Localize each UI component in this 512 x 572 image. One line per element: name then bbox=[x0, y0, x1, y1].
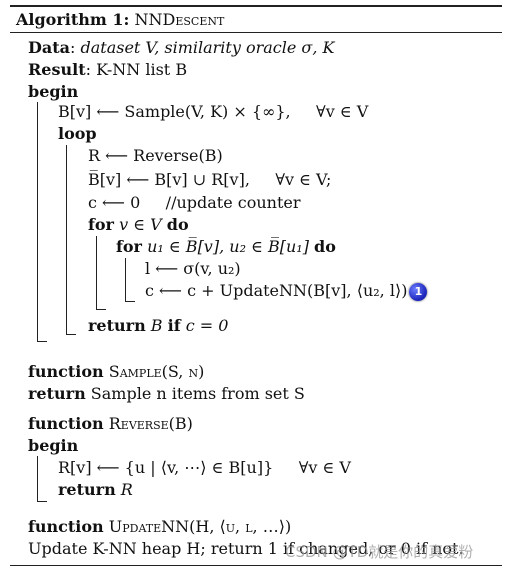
counter-line: c ⟵ 0 //update counter bbox=[88, 193, 301, 212]
begin-block-end bbox=[37, 341, 47, 343]
for-u-block-line bbox=[125, 258, 127, 302]
init-line: B[v] ⟵ Sample(V, K) × {∞}, ∀v ∈ V bbox=[58, 102, 369, 121]
update-sig: UpdateNN(H, ⟨u, l, …⟩) bbox=[103, 517, 292, 536]
reverse-body-line: R[v] ⟵ {u | ⟨v, ⋯⟩ ∈ B[u]} ∀v ∈ V bbox=[58, 458, 351, 477]
begin2-line: begin bbox=[28, 436, 78, 456]
do-keyword: do bbox=[166, 215, 189, 234]
union-line: B̅[v] ⟵ B[v] ∪ R[v], ∀v ∈ V; bbox=[88, 170, 332, 189]
for-v-line: for v ∈ V do bbox=[88, 215, 189, 235]
algorithm-caption: Algorithm 1: NNDescent bbox=[16, 10, 224, 30]
update-line: c ⟵ c + UpdateNN(B[v], ⟨u₂, l⟩)1 bbox=[145, 281, 428, 301]
loop-text: loop bbox=[58, 124, 97, 143]
return-keyword: return bbox=[88, 316, 146, 335]
reverse-sig-line: function Reverse(B) bbox=[28, 414, 193, 434]
return-cond: c = 0 bbox=[180, 316, 229, 335]
function-keyword-3: function bbox=[28, 517, 104, 536]
top-rule bbox=[10, 5, 502, 7]
for-u-keyword: for bbox=[116, 237, 142, 256]
reverse-block-line bbox=[37, 456, 39, 502]
for-keyword: for bbox=[88, 215, 114, 234]
result-keyword: Result bbox=[28, 60, 86, 79]
update-body-line: Update K-NN heap H; return 1 if changed,… bbox=[28, 539, 464, 558]
for-u-block-end bbox=[125, 301, 135, 303]
sample-sig: Sample(S, n) bbox=[103, 362, 205, 381]
result-line: Result: K-NN list B bbox=[28, 60, 188, 79]
function-keyword: function bbox=[28, 362, 104, 381]
reverse-ret-line: return R bbox=[58, 480, 133, 500]
watermark: CSDN @TD就是你的真爱粉 bbox=[285, 543, 474, 561]
update-text: c ⟵ c + UpdateNN(B[v], ⟨u₂, l⟩) bbox=[145, 281, 408, 300]
annotation-badge[interactable]: 1 bbox=[409, 282, 428, 301]
for-u-text: u₁ ∈ B̅[v], u₂ ∈ B̅[u₁] bbox=[141, 237, 315, 256]
return-line: return B if c = 0 bbox=[88, 316, 228, 336]
sim-line: l ⟵ σ(v, u₂) bbox=[145, 259, 241, 278]
data-line: Data: dataset V, similarity oracle σ, K bbox=[28, 38, 335, 57]
for-v-block-line bbox=[96, 236, 98, 310]
if-keyword: if bbox=[167, 316, 181, 335]
for-u-line: for u₁ ∈ B̅[v], u₂ ∈ B̅[u₁] do bbox=[116, 237, 336, 257]
caption-rule bbox=[10, 32, 502, 33]
data-text: dataset V, similarity oracle σ, K bbox=[80, 38, 335, 57]
reverse-return-keyword: return bbox=[58, 480, 116, 499]
loop-keyword: loop bbox=[58, 124, 97, 144]
algorithm-name: NNDescent bbox=[134, 10, 225, 29]
for-v-block-end bbox=[96, 309, 106, 311]
for-v-text: v ∈ V bbox=[113, 215, 167, 234]
begin-text: begin bbox=[28, 82, 79, 101]
algorithm-label: Algorithm 1: bbox=[16, 10, 130, 29]
update-sig-line: function UpdateNN(H, ⟨u, l, …⟩) bbox=[28, 517, 291, 537]
result-text: K-NN list B bbox=[96, 60, 188, 79]
sample-return-keyword: return bbox=[28, 384, 86, 403]
begin2-keyword: begin bbox=[28, 436, 79, 455]
loop-block-end bbox=[66, 334, 76, 336]
function-keyword-2: function bbox=[28, 414, 104, 433]
begin-block-line bbox=[37, 102, 39, 342]
bottom-rule bbox=[10, 565, 502, 567]
reverse-ret-var: R bbox=[115, 480, 133, 499]
sample-sig-line: function Sample(S, n) bbox=[28, 362, 204, 382]
return-var: B bbox=[145, 316, 168, 335]
loop-block-line bbox=[66, 145, 68, 335]
sample-ret-line: return Sample n items from set S bbox=[28, 384, 305, 404]
begin-keyword: begin bbox=[28, 82, 78, 102]
data-keyword: Data bbox=[28, 38, 70, 57]
reverse-block-end bbox=[37, 501, 47, 503]
sample-ret-text: Sample n items from set S bbox=[85, 384, 305, 403]
do-u-keyword: do bbox=[314, 237, 336, 256]
reverse-line: R ⟵ Reverse(B) bbox=[88, 146, 223, 165]
reverse-sig: Reverse(B) bbox=[103, 414, 193, 433]
